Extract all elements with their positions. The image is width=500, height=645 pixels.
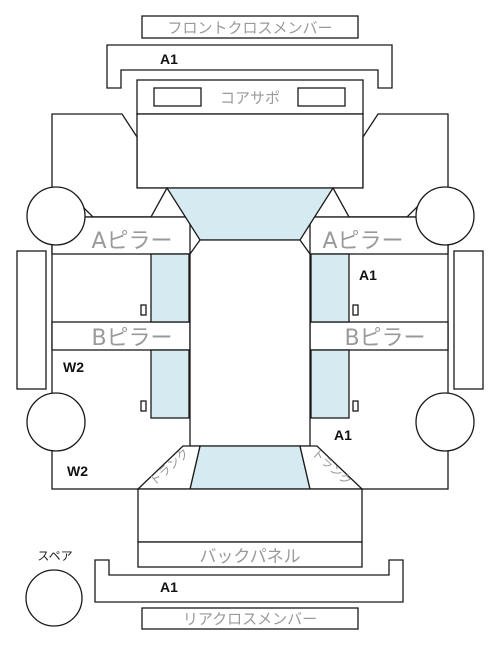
door-handle-left-rear [140, 400, 147, 412]
left-rear-window [150, 349, 190, 419]
back-panel-box [137, 541, 363, 568]
rear-cross-member-box [141, 607, 359, 630]
damage-left-rear-corner: W2 [67, 463, 88, 479]
damage-left-b-pillar-lower: W2 [63, 359, 84, 375]
right-side-strip [453, 250, 484, 390]
rear-cross-member-label: リアクロスメンバー [183, 610, 317, 628]
left-front-window [150, 253, 190, 323]
front-cross-member-box [141, 15, 359, 39]
door-handle-left-front [140, 304, 147, 316]
left-rear-wheel [26, 392, 86, 452]
core-support-right-slot [297, 87, 346, 107]
right-rear-window [310, 349, 350, 419]
right-a-pillar-label: Aピラー [322, 229, 403, 254]
engine-bay [136, 113, 364, 189]
damage-right-a-pillar-area: A1 [359, 267, 377, 283]
back-panel-label: バックパネル [199, 547, 300, 567]
left-side-strip [16, 250, 47, 390]
spare-tire [25, 569, 83, 627]
left-front-wheel [26, 186, 86, 246]
spare-label: スペア [37, 549, 72, 563]
trunk-area [137, 488, 363, 543]
core-support-label: コアサポ [220, 89, 280, 107]
core-support-left-slot [153, 87, 202, 107]
right-rear-wheel [415, 392, 475, 452]
right-front-window [310, 253, 350, 323]
right-front-wheel [415, 186, 475, 246]
left-a-pillar-label: Aピラー [91, 229, 172, 254]
damage-front-cross-member: A1 [160, 51, 178, 67]
door-handle-right-front [352, 304, 359, 316]
rear-window [189, 445, 311, 490]
damage-right-rear-side: A1 [334, 427, 352, 443]
front-cross-member-bracket [106, 44, 393, 89]
right-b-pillar [309, 321, 449, 351]
door-handle-right-rear [352, 400, 359, 412]
rear-cross-member-bracket [94, 559, 404, 603]
damage-rear-cross-member: A1 [160, 579, 178, 595]
left-b-pillar-label: Bピラー [91, 326, 172, 351]
roof [189, 239, 311, 447]
front-cross-member-label: フロントクロスメンバー [167, 19, 332, 37]
right-b-pillar-label: Bピラー [344, 326, 425, 351]
